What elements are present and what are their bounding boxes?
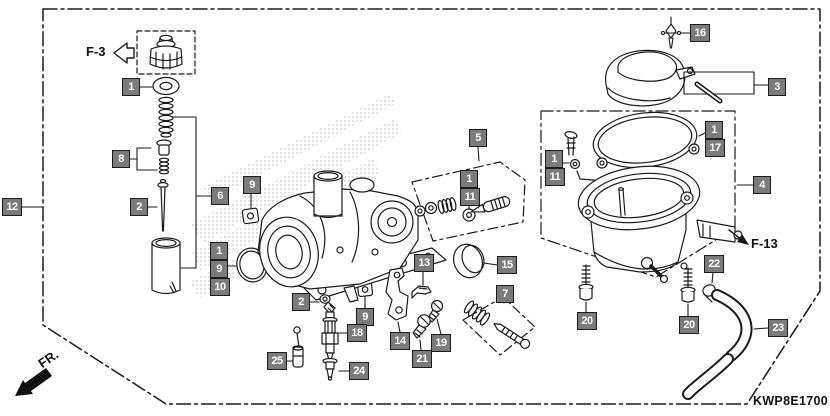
callout-1-6[interactable]: 1 (210, 242, 228, 260)
figure-link-f13[interactable]: F-13 (751, 236, 778, 251)
clip-22-art (702, 284, 716, 303)
callout-20-31[interactable]: 20 (577, 312, 597, 330)
callout-9-10[interactable]: 9 (356, 308, 374, 326)
callout-20-32[interactable]: 20 (679, 316, 699, 334)
air-cut-valve-art (660, 16, 682, 49)
diagram-part-code: KWP8E1700 (753, 394, 828, 408)
callout-3-28[interactable]: 3 (768, 78, 786, 96)
callout-10-8[interactable]: 10 (210, 278, 230, 296)
screw-20-right-art (680, 267, 696, 303)
jet-kit-box-art (411, 161, 526, 242)
needle-jet-art (322, 357, 338, 381)
callout-1-0[interactable]: 1 (122, 78, 140, 96)
callout-25-13[interactable]: 25 (267, 352, 287, 370)
callout-16-29[interactable]: 16 (690, 24, 710, 42)
carburetor-body-art (257, 170, 447, 303)
callout-1-23[interactable]: 1 (545, 150, 563, 168)
float-bracket-art (385, 267, 409, 321)
callout-9-7[interactable]: 9 (210, 260, 228, 278)
float-bowl-art (577, 165, 743, 284)
spring-art (158, 96, 174, 138)
figure-link-f3[interactable]: F-3 (86, 44, 106, 59)
float-parts-art (292, 243, 536, 381)
callout-18-11[interactable]: 18 (347, 324, 367, 342)
bolt-art (319, 294, 336, 315)
vacuum-piston-art (151, 237, 181, 295)
needle-valve-art (156, 139, 172, 175)
top-cover-art (605, 49, 696, 107)
callout-5-20[interactable]: 5 (469, 129, 487, 147)
throttle-stop-screw-set-art (462, 296, 536, 356)
float-pin-clip-art (411, 285, 432, 299)
callout-15-18[interactable]: 15 (497, 256, 517, 274)
diagram-border (42, 8, 821, 405)
pilot-jet-art (292, 326, 304, 368)
screw-19-art (427, 299, 444, 323)
drain-parts-art (578, 264, 753, 400)
callout-1-25[interactable]: 1 (705, 121, 723, 139)
callout-11-22[interactable]: 11 (460, 188, 480, 206)
choke-pin-art (683, 71, 755, 104)
callout-22-30[interactable]: 22 (704, 255, 724, 273)
callout-12-3[interactable]: 12 (2, 198, 22, 216)
callout-7-19[interactable]: 7 (496, 285, 514, 303)
callout-11-24[interactable]: 11 (545, 168, 565, 186)
callout-21-17[interactable]: 21 (412, 350, 432, 368)
callout-2-2[interactable]: 2 (130, 198, 148, 216)
f3-cap-art (136, 30, 196, 75)
float-chamber-box-art (540, 110, 743, 284)
drain-screw-art (640, 256, 688, 284)
tube-23-art (682, 289, 753, 400)
f13-arrow-icon (728, 229, 749, 245)
screw-20-left-art (578, 264, 594, 301)
callout-19-16[interactable]: 19 (431, 334, 451, 352)
callout-8-1[interactable]: 8 (112, 150, 130, 168)
screw-21-art (412, 314, 431, 339)
f3-arrow-icon (113, 42, 135, 64)
callout-9-5[interactable]: 9 (243, 176, 261, 194)
callout-6-4[interactable]: 6 (211, 187, 229, 205)
jet-needle-art (157, 178, 169, 232)
bowl-gasket-art (592, 111, 700, 169)
pilot-screw-art (564, 131, 607, 182)
callout-14-15[interactable]: 14 (390, 332, 410, 350)
callout-13-14[interactable]: 13 (414, 254, 434, 272)
callout-2-9[interactable]: 2 (292, 293, 310, 311)
main-jet-holder-art (321, 311, 339, 361)
callout-4-27[interactable]: 4 (753, 176, 771, 194)
fr-arrow-icon (15, 368, 52, 396)
slide-assembly-art (151, 76, 181, 295)
vacuum-chamber-cap-art (453, 243, 485, 279)
callout-23-33[interactable]: 23 (768, 319, 788, 337)
callout-17-26[interactable]: 17 (705, 139, 725, 157)
callout-24-12[interactable]: 24 (349, 362, 369, 380)
callout-1-21[interactable]: 1 (460, 170, 478, 188)
